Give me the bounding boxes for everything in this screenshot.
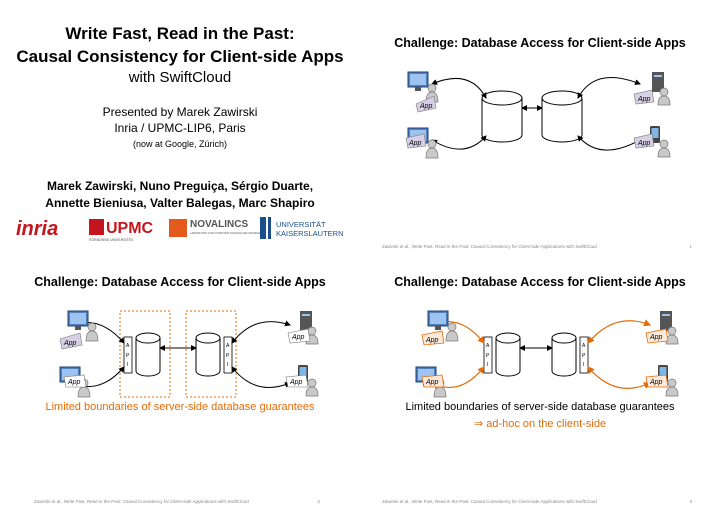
kl-logo-mark	[260, 217, 266, 239]
title-line-2: Causal Consistency for Client-side Apps	[16, 47, 344, 66]
inria-logo: inria	[16, 218, 58, 240]
database-cylinder-right	[541, 90, 583, 143]
client-arrow-bottom-right	[231, 366, 291, 388]
slide-heading: Challenge: Database Access for Client-si…	[394, 36, 686, 50]
app-badge: App	[645, 328, 669, 344]
svg-text:App: App	[649, 379, 663, 386]
slide-footer: Zawirski et al., Write Fast, Read in the…	[34, 499, 249, 504]
svg-text:App: App	[425, 337, 439, 344]
database-cylinder-right	[195, 332, 221, 377]
svg-text:App: App	[67, 379, 81, 386]
svg-text:P: P	[126, 353, 130, 359]
svg-text:A: A	[226, 343, 230, 349]
server-boundary-left	[119, 310, 171, 398]
slide-challenge-3: Challenge: Database Access for Client-si…	[360, 255, 720, 510]
nova-logo: NOVALINCS	[190, 219, 248, 230]
database-cylinder-left	[135, 332, 161, 377]
svg-text:I: I	[127, 362, 128, 368]
architecture-diagram: App App App App	[405, 71, 671, 159]
affiliation-note: (now at Google, Zürich)	[132, 139, 228, 149]
api-box-right	[223, 336, 233, 374]
nova-subtitle: LABORATORY FOR COMPUTER SCIENCE AND INFO…	[190, 231, 266, 235]
architecture-diagram: API API App App App App	[415, 310, 679, 398]
svg-text:P: P	[226, 353, 230, 359]
svg-text:A: A	[126, 343, 130, 349]
svg-text:App: App	[63, 340, 77, 347]
svg-text:App: App	[425, 379, 439, 386]
database-cylinder-left	[495, 332, 521, 377]
slide-footer: Zawirski et al., Write Fast, Read in the…	[382, 499, 597, 504]
svg-text:A: A	[486, 343, 490, 349]
architecture-diagram: API API App App App App	[59, 310, 319, 398]
svg-text:App: App	[291, 334, 305, 341]
upmc-logo: UPMC	[106, 220, 154, 237]
client-arrow-top-right	[577, 77, 641, 99]
database-cylinder-left	[481, 90, 523, 143]
api-box-left	[123, 336, 133, 374]
slide-footer: Zawirski et al., Write Fast, Read in the…	[382, 244, 597, 249]
svg-text:App: App	[419, 103, 433, 110]
upmc-subtitle: SORBONNE UNIVERSITÉS	[89, 237, 134, 242]
svg-text:P: P	[486, 353, 490, 359]
slide-challenge-1: Challenge: Database Access for Client-si…	[360, 0, 720, 255]
api-box-right	[579, 336, 589, 374]
page-number: 1	[689, 244, 692, 249]
svg-text:App: App	[289, 379, 303, 386]
svg-text:App: App	[637, 140, 651, 147]
presenter-block: Presented by Marek Zawirski Inria / UPMC…	[0, 104, 360, 152]
slide-title: Write Fast, Read in the Past: Causal Con…	[0, 22, 360, 68]
caption-conclusion: ⇒ ad-hoc on the client-side	[473, 418, 607, 430]
kl-logo-line2: KAISERSLAUTERN	[276, 229, 344, 238]
app-badge: App	[63, 374, 87, 388]
upmc-logo-mark	[89, 219, 104, 235]
svg-text:App: App	[649, 334, 663, 341]
database-cylinder-right	[551, 332, 577, 377]
page-number: 3	[689, 499, 692, 504]
app-badge: App	[633, 133, 655, 149]
kl-logo-line1: UNIVERSITÄT	[276, 220, 326, 229]
svg-text:App: App	[637, 96, 651, 103]
server-boundary-right	[185, 310, 237, 398]
client-arrow-bottom-left	[431, 135, 487, 150]
server-client-icon	[651, 71, 671, 106]
authors-line-2: Annette Bieniusa, Valter Balegas, Marc S…	[45, 196, 315, 210]
authors: Marek Zawirski, Nuno Preguiça, Sérgio Du…	[0, 178, 360, 212]
svg-text:I: I	[487, 362, 488, 368]
app-badge: App	[421, 330, 445, 346]
caption: Limited boundaries of server-side databa…	[45, 401, 315, 413]
title-line-1: Write Fast, Read in the Past:	[65, 24, 295, 43]
app-badge: App	[645, 374, 669, 388]
slide-challenge-2: Challenge: Database Access for Client-si…	[0, 255, 360, 510]
authors-line-1: Marek Zawirski, Nuno Preguiça, Sérgio Du…	[46, 179, 314, 193]
app-badge: App	[59, 332, 83, 350]
client-arrow-top-right	[231, 320, 291, 344]
title-slide: Write Fast, Read in the Past: Causal Con…	[0, 0, 360, 255]
app-badge: App	[405, 133, 427, 149]
svg-text:I: I	[227, 362, 228, 368]
subtitle: with SwiftCloud	[128, 69, 232, 86]
app-badge: App	[421, 374, 445, 388]
svg-text:App: App	[408, 140, 422, 147]
slide-heading: Challenge: Database Access for Client-si…	[34, 275, 326, 289]
page-number: 2	[317, 499, 320, 504]
api-box-left	[483, 336, 493, 374]
slide-heading: Challenge: Database Access for Client-si…	[394, 275, 686, 289]
presenter: Presented by Marek Zawirski	[102, 105, 258, 119]
client-arrow-bottom-right	[587, 366, 652, 389]
svg-text:A: A	[582, 343, 586, 349]
svg-text:I: I	[583, 362, 584, 368]
client-arrow-top-left	[431, 77, 487, 99]
nova-logo-mark	[169, 219, 187, 237]
institution-logos: inria UPMC SORBONNE UNIVERSITÉS NOVALINC…	[16, 217, 344, 242]
client-arrow-top-right	[587, 319, 652, 344]
app-badge: App	[287, 328, 311, 344]
svg-text:P: P	[582, 353, 586, 359]
affiliation: Inria / UPMC-LIP6, Paris	[114, 121, 246, 135]
client-arrow-bottom-right	[577, 135, 641, 151]
app-badge: App	[415, 95, 437, 113]
app-badge: App	[633, 89, 655, 105]
caption: Limited boundaries of server-side databa…	[405, 401, 675, 413]
app-badge: App	[285, 374, 309, 388]
